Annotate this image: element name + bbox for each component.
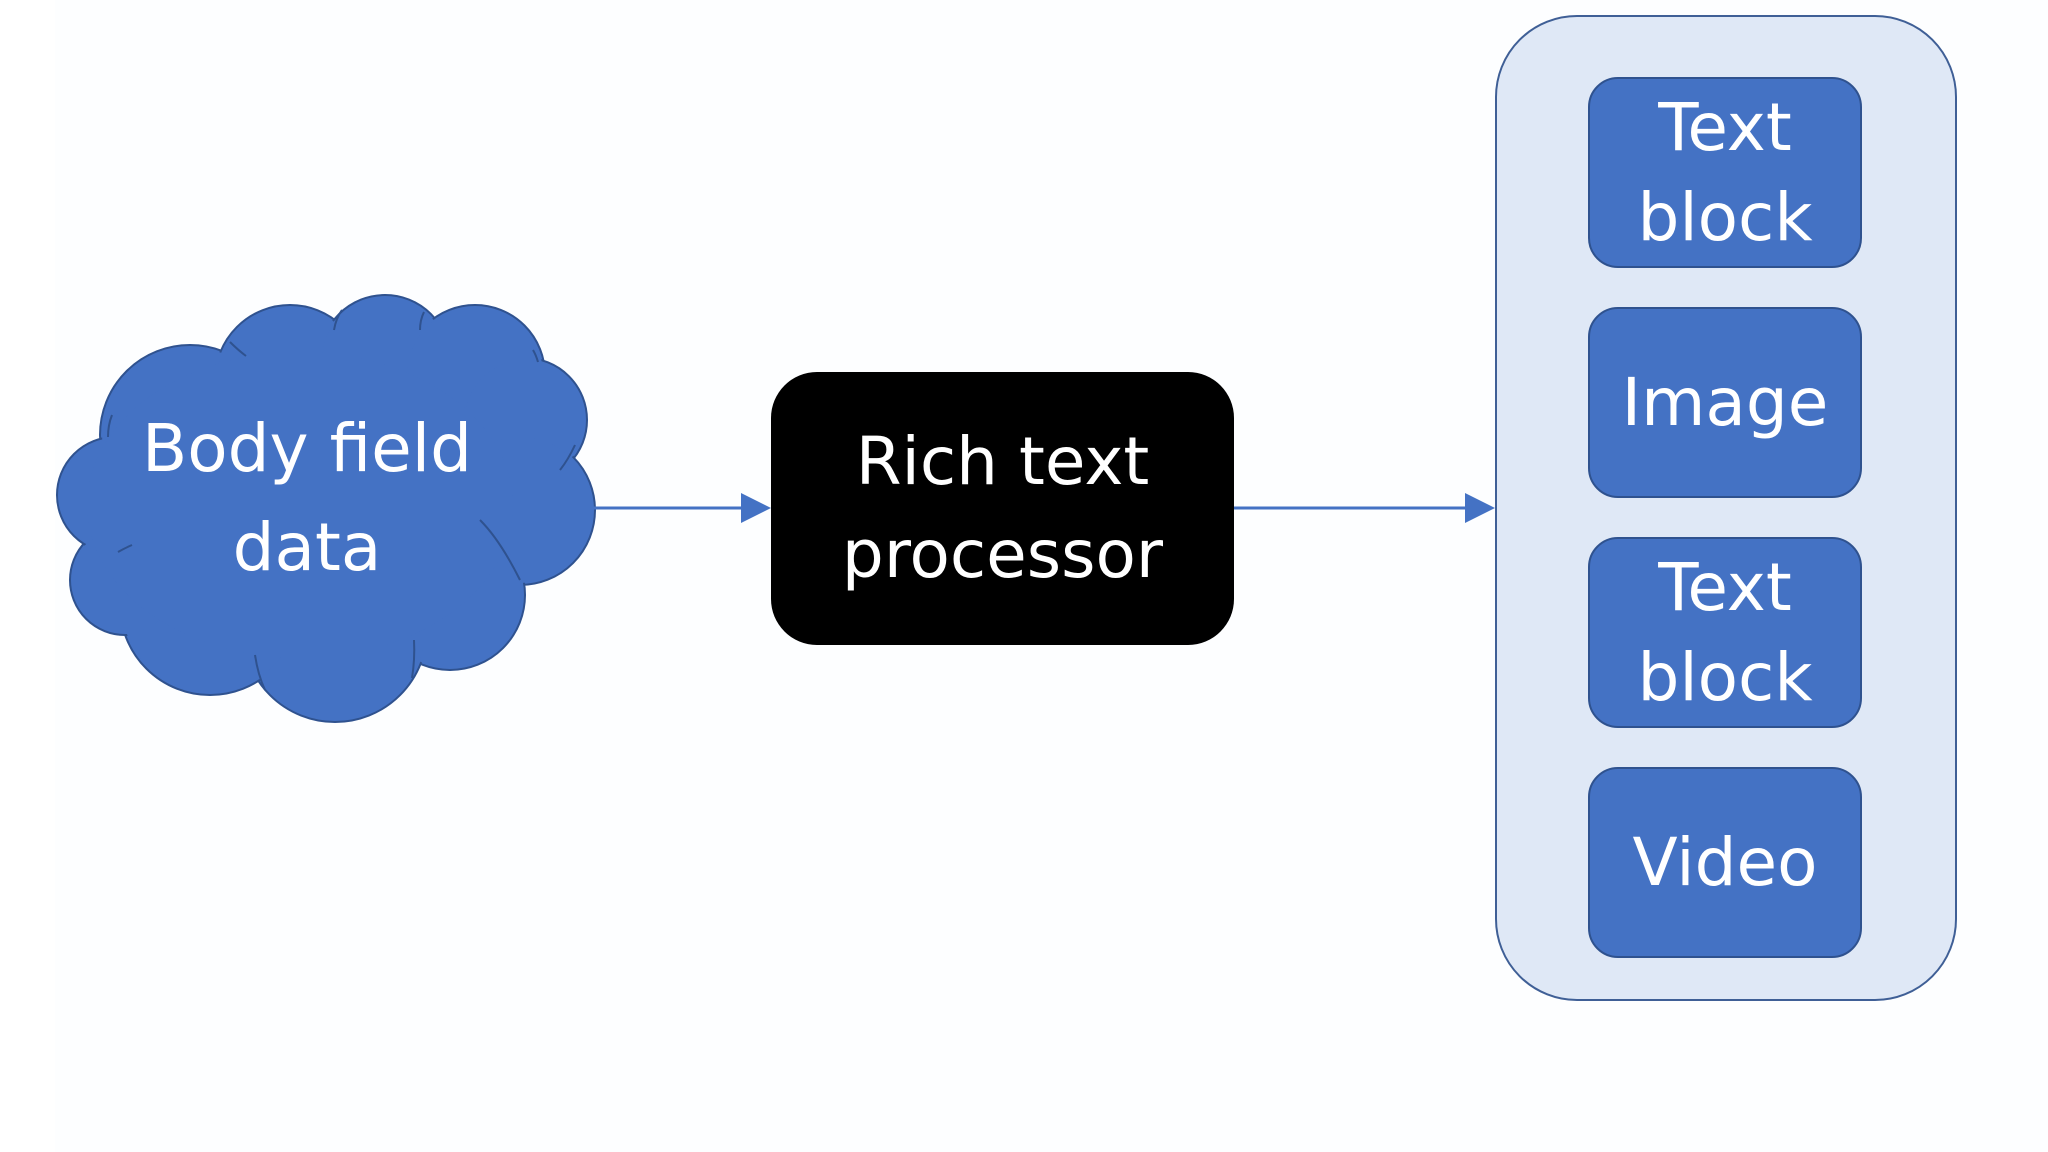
- body-field-data-label: Body field data: [142, 409, 472, 586]
- rich-text-processor-box: Rich text processor: [771, 372, 1234, 645]
- text-block-1: Text block: [1588, 77, 1862, 268]
- image-block: Image: [1588, 307, 1862, 498]
- video-block: Video: [1588, 767, 1862, 958]
- text-block-2: Text block: [1588, 537, 1862, 728]
- body-field-data-cloud: [56, 294, 596, 723]
